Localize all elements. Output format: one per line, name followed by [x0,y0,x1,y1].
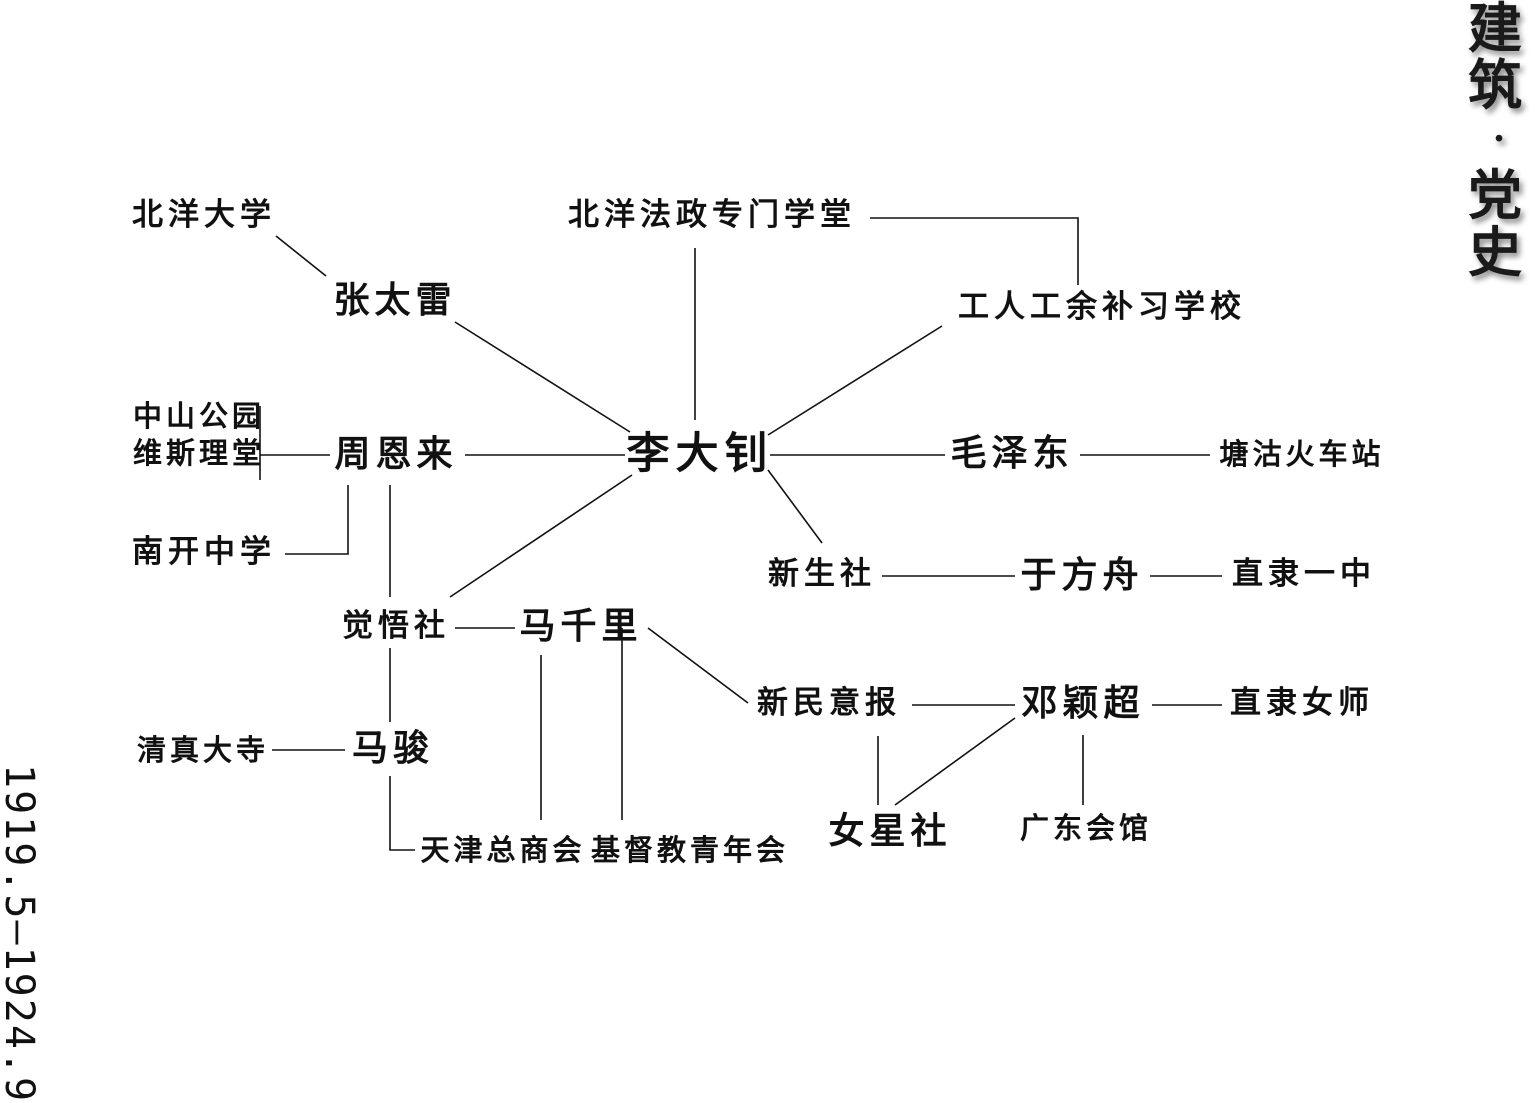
edge-nankai-zhou [285,485,349,555]
node-zhili-nvshi: 直隶女师 [1230,685,1374,721]
node-nankai-school: 南开中学 [132,534,276,570]
node-zhou-enlai: 周恩来 [334,434,458,475]
node-zhongshan-park: 中山公园 [133,399,266,433]
node-ma-qianli: 马千里 [519,606,643,647]
node-guangdong-hall: 广东会馆 [1019,811,1153,845]
node-zhang-tailei: 张太雷 [333,280,457,321]
node-zhili-yizhong: 直隶一中 [1232,556,1376,592]
title-separator: · [1492,118,1506,161]
corner-title: 建筑 · 党史 [1468,0,1530,281]
edge-zhang-li [454,321,631,433]
node-xinsheng-she: 新生社 [768,556,876,592]
node-worker-school: 工人工余补习学校 [958,289,1246,325]
node-yu-fangzhou: 于方舟 [1020,555,1144,596]
edge-beiyang-univ-zhang [275,235,327,277]
node-beiyang-law-school: 北洋法政专门学堂 [568,197,856,233]
edge-li-xinsheng [767,469,823,544]
node-mao-zedong: 毛泽东 [950,433,1074,474]
node-tanggu-station: 塘沽火车站 [1219,437,1385,471]
date-range: 1919.5—1924.9 [0,764,42,1103]
node-weisili-hall: 维斯理堂 [133,436,266,470]
edge-majun-chamber [389,776,415,851]
node-beiyang-university: 北洋大学 [132,197,276,233]
node-qingzhen-temple: 清真大寺 [136,733,270,767]
title-line2: 党史 [1468,163,1522,285]
node-deng-yingchao: 邓颖超 [1021,683,1145,724]
edge-law-worker-school [870,217,1079,285]
node-tianjin-chamber: 天津总商会 [420,833,586,867]
title-line1: 建筑 [1468,0,1522,117]
node-li-dazhao: 李大钊 [626,429,774,479]
edge-worker-school-li [767,325,943,436]
edge-li-juewu [449,474,633,598]
edge-deng-nvxing [894,717,1016,806]
node-nvxing-she: 女星社 [828,811,952,852]
node-ma-jun: 马骏 [351,728,435,769]
node-xinmin-yibao: 新民意报 [757,685,901,721]
edge-maqianli-xinmin [647,627,749,704]
node-juewu-she: 觉悟社 [342,608,450,644]
node-park-hall-group: 中山公园 维斯理堂 [133,402,265,468]
node-ymca: 基督教青年会 [590,833,790,867]
